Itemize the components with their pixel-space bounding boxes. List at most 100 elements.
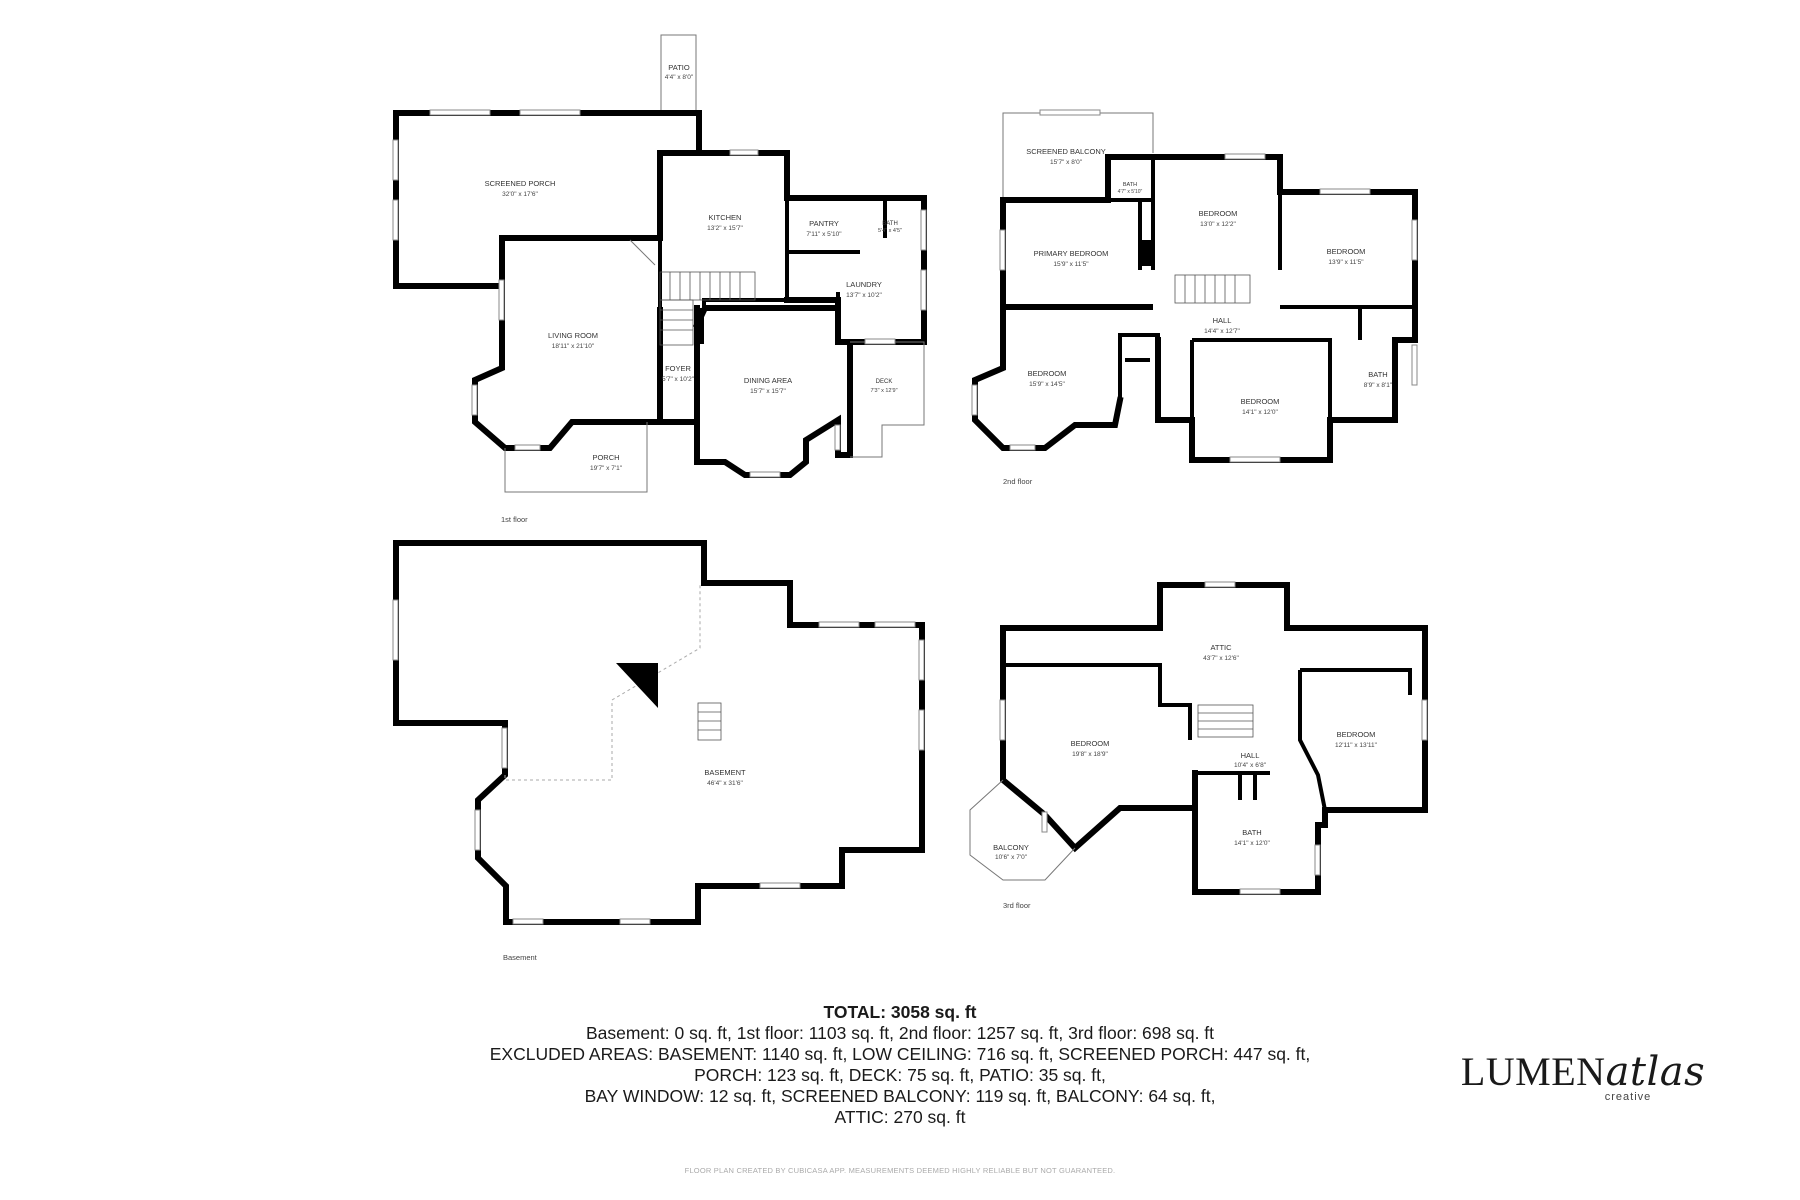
second-floor-plan: SCREENED BALCONY 15'7" x 8'0" BATH 4'7" … (971, 109, 1418, 486)
screened-porch-wall-2 (393, 150, 702, 289)
first-floor-plan: PATIO 4'4" x 8'0" SCREENED PORCH 32'0" x… (392, 34, 927, 524)
room-name: BATH (1242, 828, 1261, 837)
room-name: BALCONY (993, 843, 1029, 852)
room-name: LIVING ROOM (548, 331, 598, 340)
summary-line: PORCH: 123 sq. ft, DECK: 75 sq. ft, PATI… (694, 1065, 1106, 1085)
room-dims: 13'9" x 11'5" (1328, 259, 1364, 266)
room-dims: 10'4" x 6'8" (1234, 762, 1267, 769)
room-name: PANTRY (809, 219, 839, 228)
room-dims: 4'7" x 5'10" (1118, 189, 1143, 195)
bedroom-bay-wall (972, 304, 1124, 451)
summary-line: EXCLUDED AREAS: BASEMENT: 1140 sq. ft, L… (489, 1044, 1311, 1064)
room-name: DINING AREA (744, 376, 792, 385)
room-name: BEDROOM (1337, 730, 1376, 739)
floor-label: 2nd floor (1003, 477, 1033, 486)
room-dims: 15'7" x 8'0" (1050, 159, 1083, 166)
first-floor-stairs (659, 271, 756, 346)
room-dims: 14'1" x 12'0" (1242, 409, 1278, 416)
summary-line: Basement: 0 sq. ft, 1st floor: 1103 sq. … (585, 1023, 1215, 1043)
second-floor-stairs (1174, 274, 1251, 304)
basement-windows (392, 599, 925, 925)
third-floor-stairs (1197, 704, 1254, 738)
room-dims: 5'4" x 4'5" (878, 228, 902, 234)
room-dims: 10'6" x 7'0" (995, 854, 1028, 861)
floor-label: 3rd floor (1003, 901, 1031, 910)
basement-plan: BASEMENT 46'4" x 31'6" Basement (392, 540, 925, 962)
room-dims: 15'9" x 14'5" (1029, 381, 1065, 388)
second-floor-windows (971, 109, 1418, 463)
disclaimer: FLOOR PLAN CREATED BY CUBICASA APP. MEAS… (684, 1166, 1116, 1175)
room-name: BATH (882, 221, 898, 227)
floor-label: 1st floor (501, 515, 528, 524)
summary-line: BAY WINDOW: 12 sq. ft, SCREENED BALCONY:… (584, 1086, 1216, 1106)
room-name: BEDROOM (1199, 209, 1238, 218)
room-dims: 14'4" x 12'7" (1204, 328, 1240, 335)
room-name: HALL (1241, 751, 1260, 760)
chimney-block (1138, 240, 1152, 266)
first-floor-windows (392, 109, 927, 478)
room-name: PATIO (668, 63, 690, 72)
room-dims: 18'11" x 21'10" (552, 343, 595, 350)
total-area: TOTAL: 3058 sq. ft (823, 1002, 977, 1022)
logo-subtitle: creative (1604, 1091, 1652, 1103)
logo-word-a: LUMEN (1460, 1049, 1606, 1094)
porch-outline (504, 422, 648, 493)
room-dims: 12'11" x 13'11" (1335, 742, 1378, 749)
room-dims: 7'3" x 12'9" (870, 388, 897, 394)
kitchen-inner-wall (702, 198, 860, 308)
logo-word-b: atlas (1605, 1049, 1706, 1095)
room-dims: 32'0" x 17'6" (502, 191, 538, 198)
stair-hatch (629, 239, 656, 266)
room-name: SCREENED PORCH (485, 179, 556, 188)
screened-porch-wall (393, 110, 702, 289)
third-floor-plan: ATTIC 43'7" x 12'6" BEDROOM 19'8" x 18'9… (969, 581, 1428, 910)
room-name: BATH (1123, 182, 1137, 188)
basement-outer-wall (393, 540, 925, 925)
brand-logo: LUMENatlas creative (1448, 1048, 1718, 1103)
room-dims: 43'7" x 12'6" (1203, 655, 1239, 662)
room-dims: 13'7" x 10'2" (846, 292, 882, 299)
room-name: BASEMENT (704, 768, 746, 777)
third-floor-inner-wall (1003, 663, 1412, 811)
third-floor-bedroom-wall (1000, 665, 1198, 853)
low-ceiling-boundary (504, 583, 701, 781)
room-dims: 19'7" x 7'1" (590, 465, 623, 472)
room-dims: 15'9" x 11'5" (1053, 261, 1089, 268)
room-name: HALL (1213, 316, 1232, 325)
room-name: BEDROOM (1241, 397, 1280, 406)
balcony-outline (969, 779, 1076, 881)
room-dims: 46'4" x 31'6" (707, 780, 743, 787)
room-dims: 13'2" x 15'7" (707, 225, 743, 232)
second-floor-inner-wall (1108, 157, 1415, 340)
summary-line: ATTIC: 270 sq. ft (834, 1107, 966, 1127)
room-name: LAUNDRY (846, 280, 882, 289)
chimney-block (694, 308, 704, 344)
room-name: PORCH (592, 453, 619, 462)
bedroom-south-wall (1190, 338, 1332, 420)
room-dims: 7'11" x 5'10" (806, 231, 842, 238)
room-name: BEDROOM (1327, 247, 1366, 256)
room-name: FOYER (665, 364, 691, 373)
basement-stairs (697, 702, 722, 741)
room-name: BEDROOM (1071, 739, 1110, 748)
third-floor-outer-wall (1000, 582, 1428, 895)
room-name: BATH (1368, 370, 1387, 379)
room-dims: 4'4" x 8'0" (665, 74, 694, 81)
room-name: KITCHEN (709, 213, 742, 222)
room-dims: 19'8" x 18'9" (1072, 751, 1108, 758)
room-dims: 13'0" x 12'2" (1200, 221, 1236, 228)
room-dims: 8'9" x 8'1" (1364, 382, 1393, 389)
room-name: SCREENED BALCONY (1026, 147, 1106, 156)
chimney-block (616, 663, 658, 708)
room-name: PRIMARY BEDROOM (1034, 249, 1109, 258)
logo-wordmark: LUMENatlas (1448, 1048, 1718, 1095)
third-floor-windows (999, 581, 1428, 895)
deck-outline (850, 341, 925, 458)
room-dims: 15'7" x 15'7" (750, 388, 786, 395)
room-name: ATTIC (1210, 643, 1232, 652)
closet-wall (1118, 333, 1160, 420)
floor-label: Basement (503, 953, 538, 962)
area-summary: TOTAL: 3058 sq. ft Basement: 0 sq. ft, 1… (0, 1002, 1800, 1128)
floor-plans: PATIO 4'4" x 8'0" SCREENED PORCH 32'0" x… (392, 34, 1428, 962)
room-dims: 5'7" x 10'2" (662, 376, 695, 383)
